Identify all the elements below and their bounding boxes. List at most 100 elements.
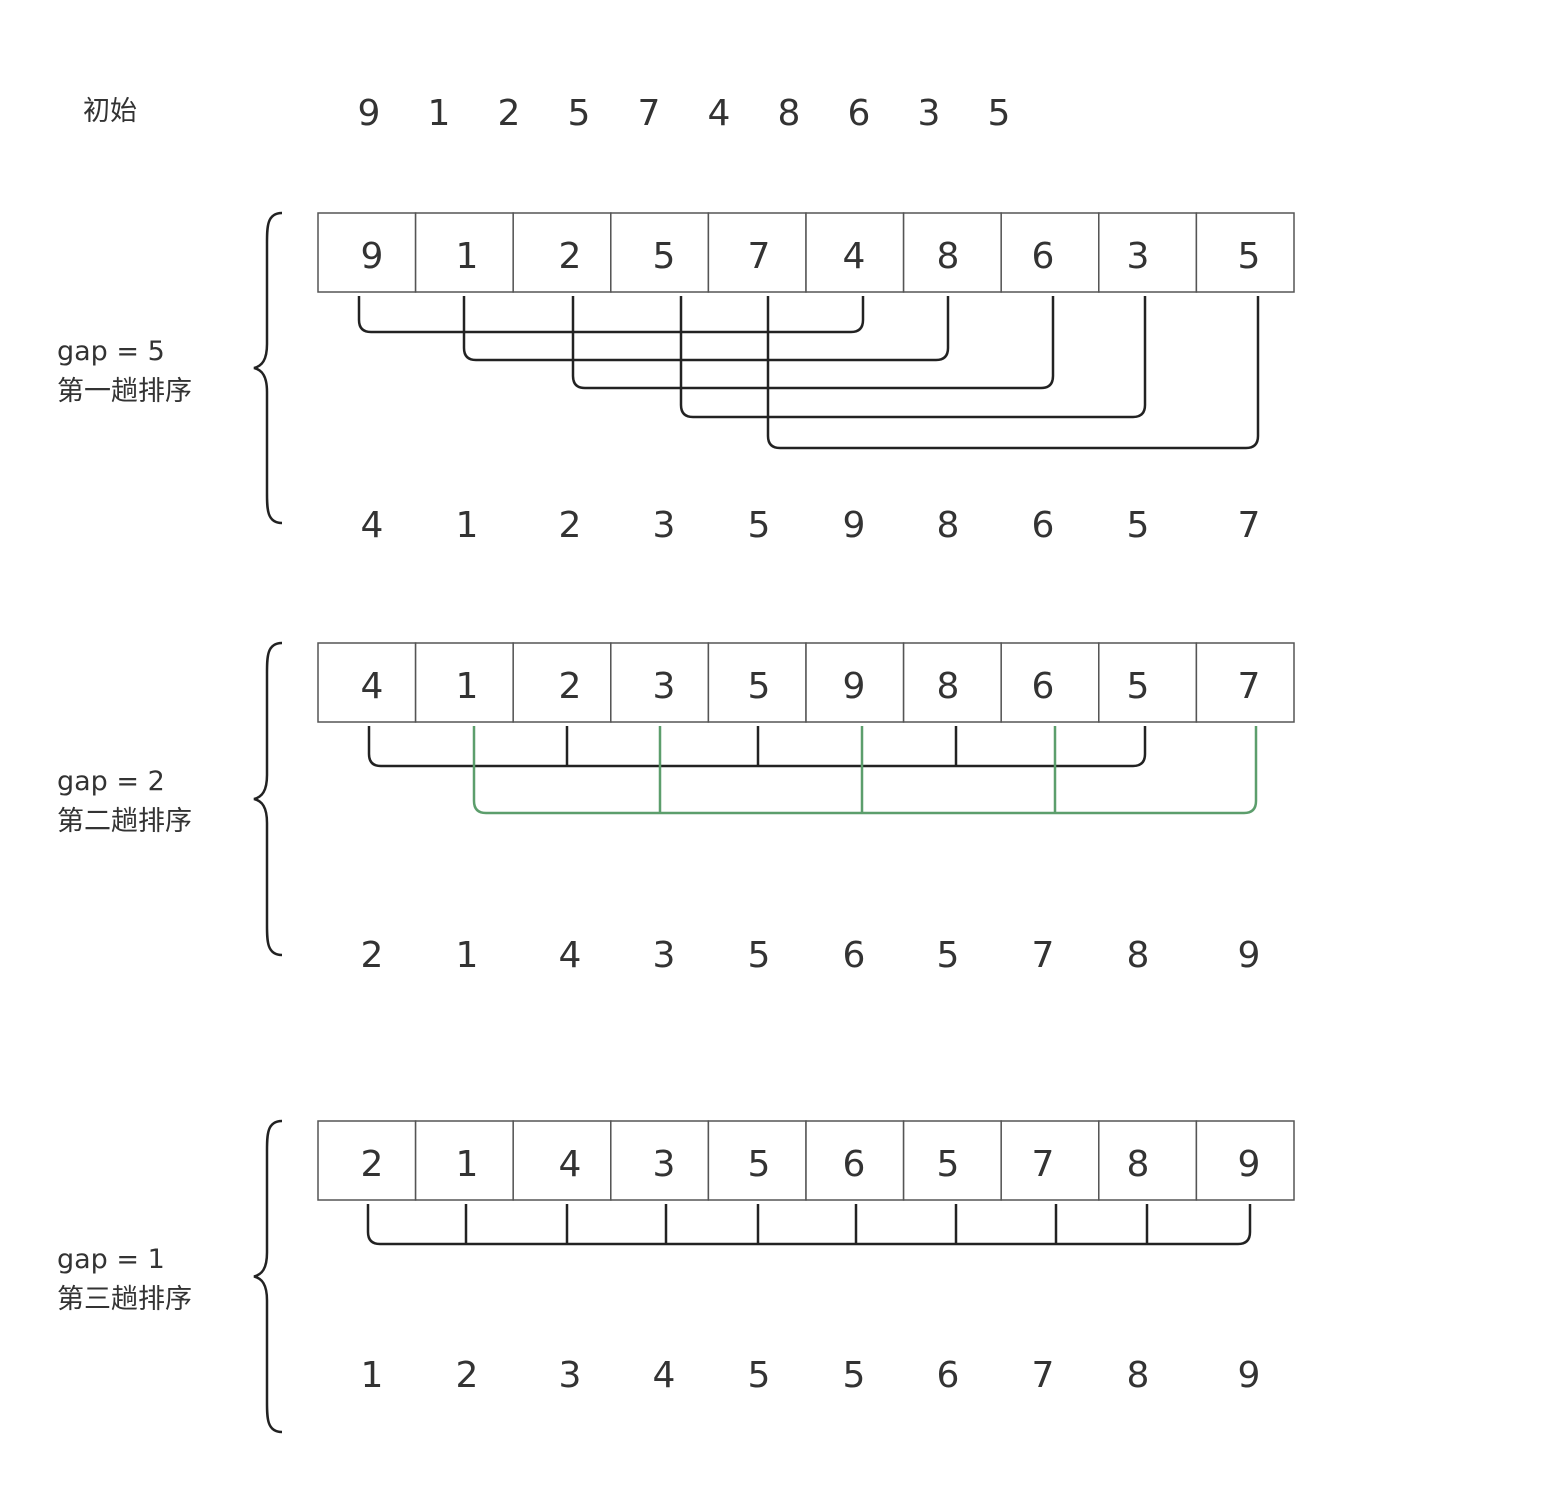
array-cell	[1098, 642, 1198, 723]
pass-label: 第一趟排序	[57, 376, 192, 407]
group-bracket	[571, 296, 1055, 390]
result-value: 2	[456, 1355, 479, 1396]
initial-value: 2	[498, 93, 521, 134]
initial-value: 6	[848, 93, 871, 134]
group-connector	[766, 296, 1260, 450]
cell-value: 8	[937, 236, 960, 277]
initial-value: 8	[778, 93, 801, 134]
result-value: 3	[653, 505, 676, 546]
group-bracket	[357, 296, 865, 334]
initial-value: 9	[358, 93, 381, 134]
result-value: 1	[456, 935, 479, 976]
array-cell	[512, 642, 612, 723]
initial-value: 5	[568, 93, 591, 134]
cell-value: 6	[1032, 666, 1055, 707]
result-value: 3	[653, 935, 676, 976]
result-value: 6	[843, 935, 866, 976]
cell-value: 1	[456, 666, 479, 707]
array-cell	[1000, 212, 1100, 293]
array-cell	[902, 642, 1002, 723]
array-cell	[512, 212, 612, 293]
result-value: 5	[748, 1355, 771, 1396]
cell-value: 7	[748, 236, 771, 277]
result-value: 4	[653, 1355, 676, 1396]
cell-value: 3	[653, 1144, 676, 1185]
initial-value: 7	[638, 93, 661, 134]
sort-passes: gap = 5 第一趟排序 9 1 2 5 7 4 8 6 3 5 4 1 2 3 5 9 8 6 5 7 gap = 2 第…	[57, 211, 1295, 1434]
cell-value: 5	[1238, 236, 1261, 277]
result-value: 8	[1127, 935, 1150, 976]
array-cell	[1098, 1120, 1198, 1201]
result-value: 7	[1238, 505, 1261, 546]
cell-value: 9	[1238, 1144, 1261, 1185]
result-value: 8	[1127, 1355, 1150, 1396]
result-value: 5	[748, 935, 771, 976]
group-bracket	[472, 726, 1258, 815]
group-connector	[367, 726, 1147, 768]
group-connector	[679, 296, 1147, 419]
array-cell	[1195, 1120, 1295, 1201]
group-connector	[357, 296, 865, 334]
result-value: 5	[1127, 505, 1150, 546]
gap-label: gap = 2	[57, 766, 165, 797]
array-cell	[1195, 212, 1295, 293]
result-value: 7	[1032, 1355, 1055, 1396]
cell-value: 5	[748, 1144, 771, 1185]
initial-value: 4	[708, 93, 731, 134]
cell-value: 9	[361, 236, 384, 277]
array-cell	[1000, 642, 1100, 723]
result-value: 6	[937, 1355, 960, 1396]
result-value: 5	[937, 935, 960, 976]
cell-value: 3	[1127, 236, 1150, 277]
array-cell	[414, 212, 514, 293]
array-cell	[707, 212, 807, 293]
initial-value: 1	[428, 93, 451, 134]
initial-value: 3	[918, 93, 941, 134]
array-cell	[610, 1120, 710, 1201]
array-cell	[707, 1120, 807, 1201]
array-cell	[414, 1120, 514, 1201]
array-cell	[805, 212, 905, 293]
result-value: 5	[748, 505, 771, 546]
cell-value: 1	[456, 1144, 479, 1185]
cell-value: 4	[361, 666, 384, 707]
group-bracket	[766, 296, 1260, 450]
cell-value: 2	[361, 1144, 384, 1185]
result-value: 4	[361, 505, 384, 546]
cell-value: 8	[1127, 1144, 1150, 1185]
initial-label: 初始	[83, 96, 137, 127]
cell-value: 6	[843, 1144, 866, 1185]
result-value: 9	[843, 505, 866, 546]
result-value: 3	[559, 1355, 582, 1396]
group-connector	[366, 1204, 1252, 1246]
pass-label: 第二趟排序	[57, 806, 192, 837]
cell-value: 1	[456, 236, 479, 277]
result-value: 5	[843, 1355, 866, 1396]
cell-value: 3	[653, 666, 676, 707]
cell-value: 7	[1238, 666, 1261, 707]
gap-label: gap = 5	[57, 336, 165, 367]
array-cell	[805, 1120, 905, 1201]
array-cell	[512, 1120, 612, 1201]
result-value: 4	[559, 935, 582, 976]
cell-value: 8	[937, 666, 960, 707]
cell-value: 4	[843, 236, 866, 277]
array-cell	[1000, 1120, 1100, 1201]
initial-values: 9 1 2 5 7 4 8 6 3 5	[358, 93, 1011, 134]
group-connector	[571, 296, 1055, 390]
curly-brace	[253, 641, 283, 957]
pass-label: 第三趟排序	[57, 1284, 192, 1315]
cell-value: 7	[1032, 1144, 1055, 1185]
initial-value: 5	[988, 93, 1011, 134]
array-cell	[1195, 642, 1295, 723]
cell-value: 2	[559, 666, 582, 707]
array-cell	[317, 1120, 417, 1201]
array-cell	[610, 642, 710, 723]
result-value: 2	[361, 935, 384, 976]
cell-value: 5	[653, 236, 676, 277]
cell-value: 5	[1127, 666, 1150, 707]
